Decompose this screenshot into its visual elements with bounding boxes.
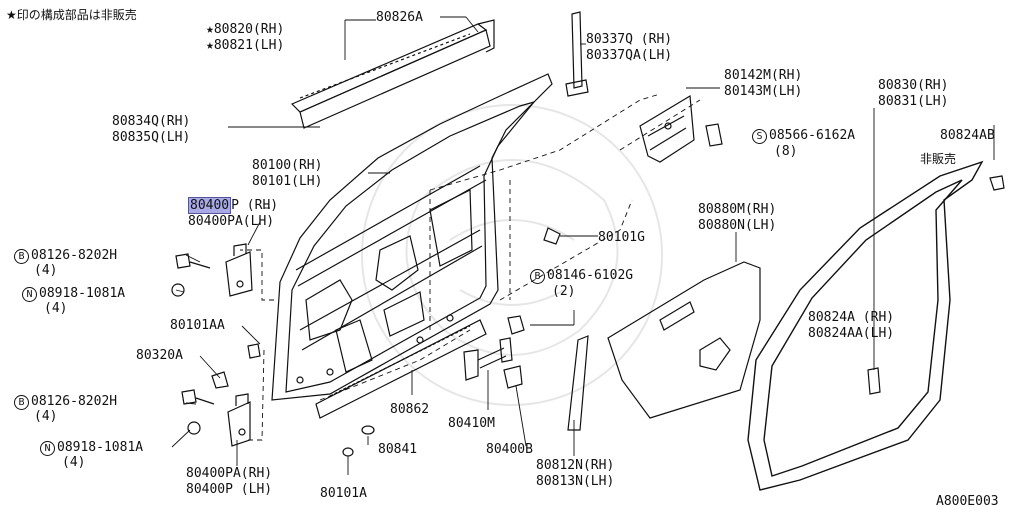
part-label-80812N[interactable]: 80812N(RH) bbox=[536, 458, 615, 473]
plugs bbox=[342, 425, 375, 457]
part-label-80830[interactable]: 80830(RH) bbox=[878, 78, 949, 93]
part-label-80400PA[interactable]: 80400PA(LH) bbox=[188, 214, 275, 229]
highlighted-part-number: 80400 bbox=[188, 197, 232, 214]
door-check bbox=[463, 337, 523, 389]
part-label-80100[interactable]: 80100(RH) bbox=[252, 158, 323, 173]
part-label-80835Q[interactable]: 80835Q(LH) bbox=[112, 130, 191, 145]
bolt-ref-icon: B bbox=[530, 269, 545, 284]
part-label-80337Q[interactable]: 80337Q (RH) bbox=[586, 32, 673, 47]
leader-lines bbox=[171, 16, 995, 475]
part-label-80337QA[interactable]: 80337QA(LH) bbox=[586, 48, 673, 63]
non-sale-note: ★印の構成部品は非販売 bbox=[6, 8, 137, 22]
part-label-80834Q[interactable]: 80834Q(RH) bbox=[112, 114, 191, 129]
part-label-80862[interactable]: 80862 bbox=[390, 402, 430, 417]
part-qty-08918-upper: (4) bbox=[44, 301, 68, 316]
sealing-screen bbox=[607, 261, 761, 419]
part-label-80821[interactable]: ★80821(LH) bbox=[206, 38, 285, 53]
nut-ref-icon: N bbox=[40, 441, 55, 456]
part-qty-08146: (2) bbox=[552, 284, 576, 299]
bolt-ref-icon: B bbox=[14, 395, 29, 410]
door-shell bbox=[271, 73, 553, 419]
part-label-80831[interactable]: 80831(LH) bbox=[878, 94, 949, 109]
part-qty-08566: (8) bbox=[774, 144, 798, 159]
part-label-80824AA[interactable]: 80824AA(LH) bbox=[808, 326, 895, 341]
part-label-80880M[interactable]: 80880M(RH) bbox=[698, 202, 777, 217]
part-label-80813N[interactable]: 80813N(LH) bbox=[536, 474, 615, 489]
part-label-80826A[interactable]: 80826A bbox=[376, 10, 423, 25]
part-label-80824A[interactable]: 80824A (RH) bbox=[808, 310, 895, 325]
part-label-80400P-lower[interactable]: 80400P (LH) bbox=[186, 482, 273, 497]
lower-hinge bbox=[227, 393, 251, 447]
bolt-ref-icon: B bbox=[14, 249, 29, 264]
part-label-80101A[interactable]: 80101A bbox=[320, 486, 367, 501]
part-qty-08126-lower: (4) bbox=[34, 409, 58, 424]
sash-trim bbox=[565, 11, 589, 97]
part-label-80320A[interactable]: 80320A bbox=[136, 348, 183, 363]
part-label-80880N[interactable]: 80880N(LH) bbox=[698, 218, 777, 233]
diagram-code: A800E003 bbox=[936, 494, 999, 509]
part-qty-08918-lower: (4) bbox=[62, 455, 86, 470]
part-label-80142M[interactable]: 80142M(RH) bbox=[724, 68, 803, 83]
bolts bbox=[171, 123, 1005, 435]
not-for-sale-label: 非販売 bbox=[920, 152, 957, 166]
dashed-exploded-lines bbox=[240, 93, 701, 441]
part-label-80410M[interactable]: 80410M bbox=[448, 416, 495, 431]
part-label-80101AA[interactable]: 80101AA bbox=[170, 318, 225, 333]
mirror-bracket bbox=[639, 94, 695, 163]
part-label-80841[interactable]: 80841 bbox=[378, 442, 418, 457]
part-label-80400B[interactable]: 80400B bbox=[486, 442, 533, 457]
part-qty-08126-upper: (4) bbox=[34, 263, 58, 278]
part-label-80820[interactable]: ★80820(RH) bbox=[206, 22, 285, 37]
part-label-80400PA-lower[interactable]: 80400PA(RH) bbox=[186, 466, 273, 481]
sash-tape bbox=[567, 335, 589, 431]
outer-window-molding bbox=[290, 19, 495, 129]
part-label-80143M[interactable]: 80143M(LH) bbox=[724, 84, 803, 99]
screw-ref-icon: S bbox=[752, 129, 767, 144]
upper-hinge bbox=[225, 243, 253, 297]
nut-ref-icon: N bbox=[22, 287, 37, 302]
part-label-80101G[interactable]: 80101G bbox=[598, 230, 645, 245]
watermark-logo bbox=[361, 104, 663, 406]
part-label-80101[interactable]: 80101(LH) bbox=[252, 174, 323, 189]
part-label-80824AB[interactable]: 80824AB bbox=[940, 128, 995, 143]
door-weatherstrip bbox=[747, 160, 984, 491]
